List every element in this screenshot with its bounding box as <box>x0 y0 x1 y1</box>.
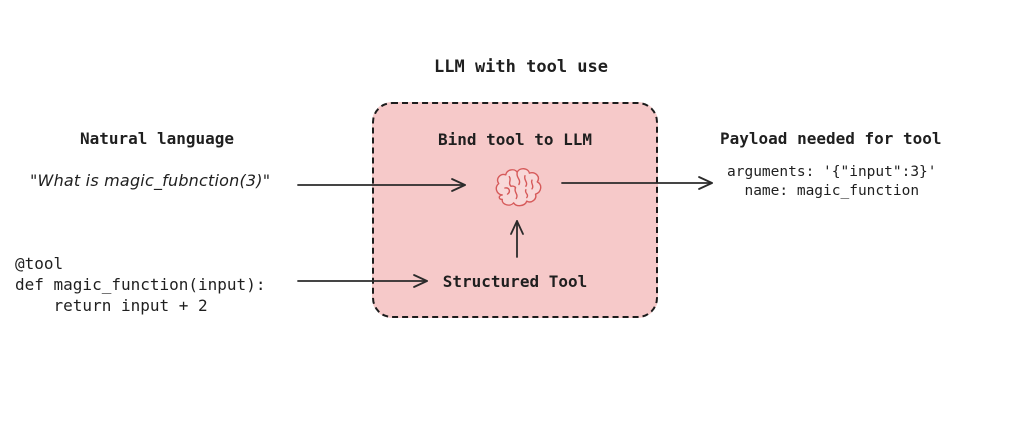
payload-text: arguments: '{"input":3}' name: magic_fun… <box>727 164 937 199</box>
tool-code-snippet: @tool def magic_function(input): return … <box>15 254 266 315</box>
natural-language-heading: Natural language <box>79 129 235 148</box>
bind-tool-heading: Bind tool to LLM <box>437 130 593 149</box>
structured-tool-label: Structured Tool <box>442 272 588 291</box>
payload-heading: Payload needed for tool <box>720 129 942 148</box>
bind-tool-box: Bind tool to LLM Structured Tool <box>372 102 658 318</box>
diagram-title: LLM with tool use <box>434 57 608 77</box>
brain-icon <box>495 168 542 207</box>
natural-language-quote: "What is magic_fubnction(3)" <box>30 171 271 190</box>
